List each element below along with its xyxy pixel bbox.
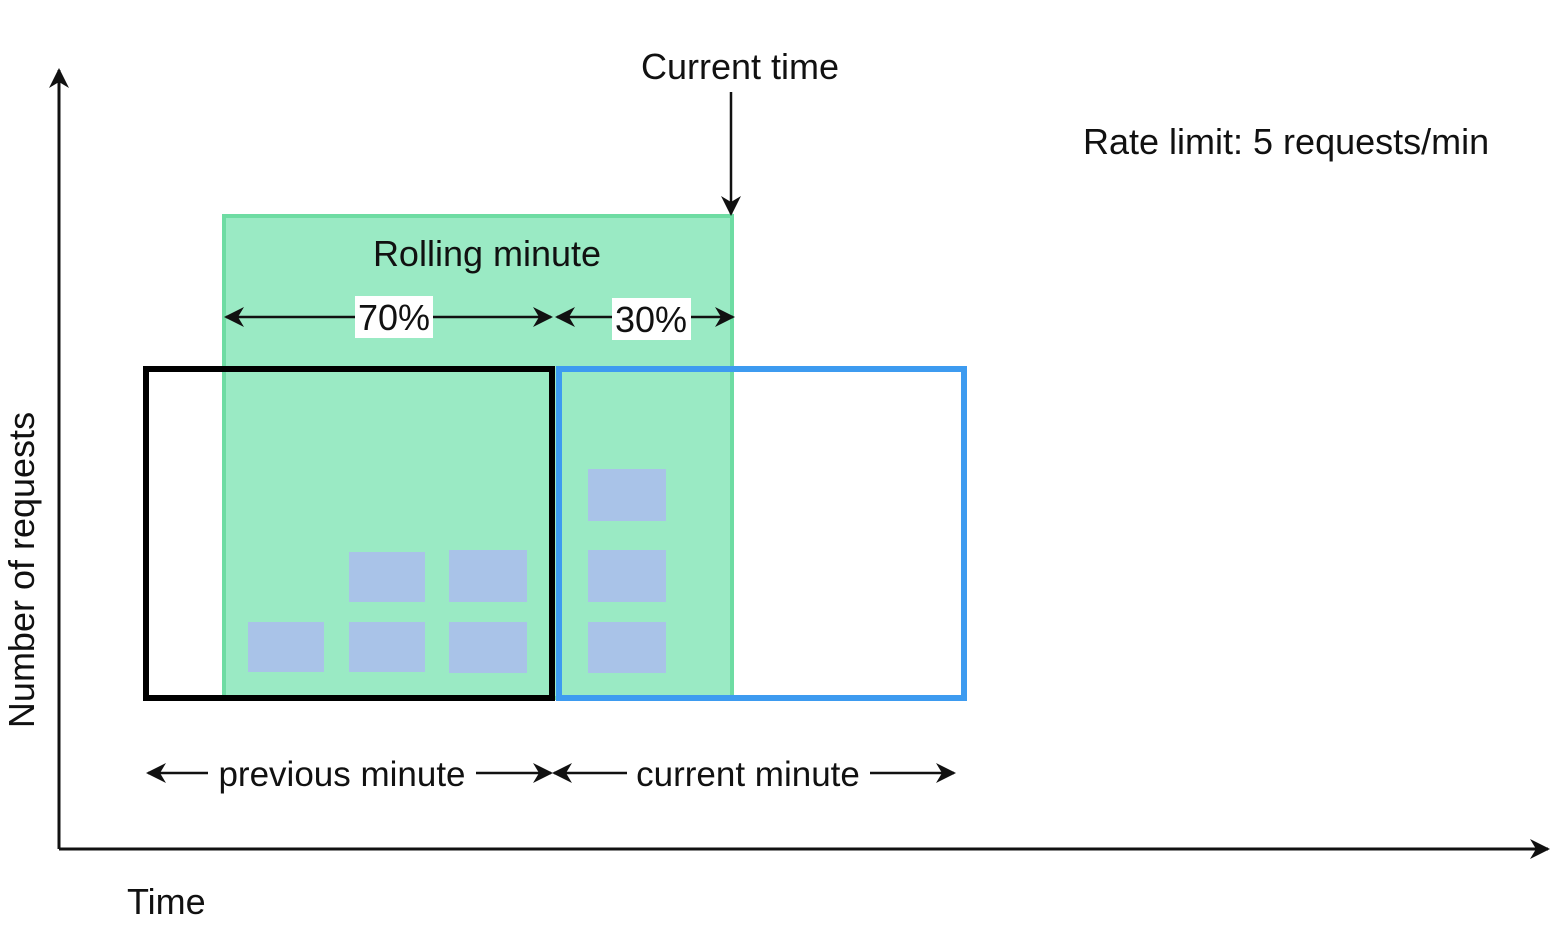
- current-time-label: Current time: [641, 46, 839, 87]
- pct-30-label: 30%: [615, 299, 687, 340]
- previous-minute-window: [143, 366, 555, 701]
- pct-70-label-bg: [355, 296, 433, 338]
- x-axis-label: Time: [127, 881, 206, 922]
- current-minute-label: current minute: [636, 755, 860, 794]
- request-block: [449, 622, 527, 673]
- request-block: [349, 622, 425, 672]
- request-block: [349, 552, 425, 602]
- request-block: [588, 622, 666, 673]
- request-block: [588, 469, 666, 521]
- rolling-minute-window: [222, 214, 734, 700]
- request-block: [248, 622, 324, 672]
- current-minute-window: [556, 366, 967, 701]
- y-axis-label: Number of requests: [1, 412, 42, 728]
- previous-minute-label-bg: [208, 756, 476, 792]
- request-block: [588, 550, 666, 602]
- pct-30-label-bg: [612, 298, 691, 340]
- current-minute-label-bg: [627, 756, 870, 792]
- previous-minute-label: previous minute: [218, 755, 465, 794]
- rolling-minute-label: Rolling minute: [373, 233, 601, 274]
- rate-limit-label: Rate limit: 5 requests/min: [1083, 121, 1489, 162]
- pct-70-label: 70%: [358, 297, 430, 338]
- request-block: [449, 550, 527, 602]
